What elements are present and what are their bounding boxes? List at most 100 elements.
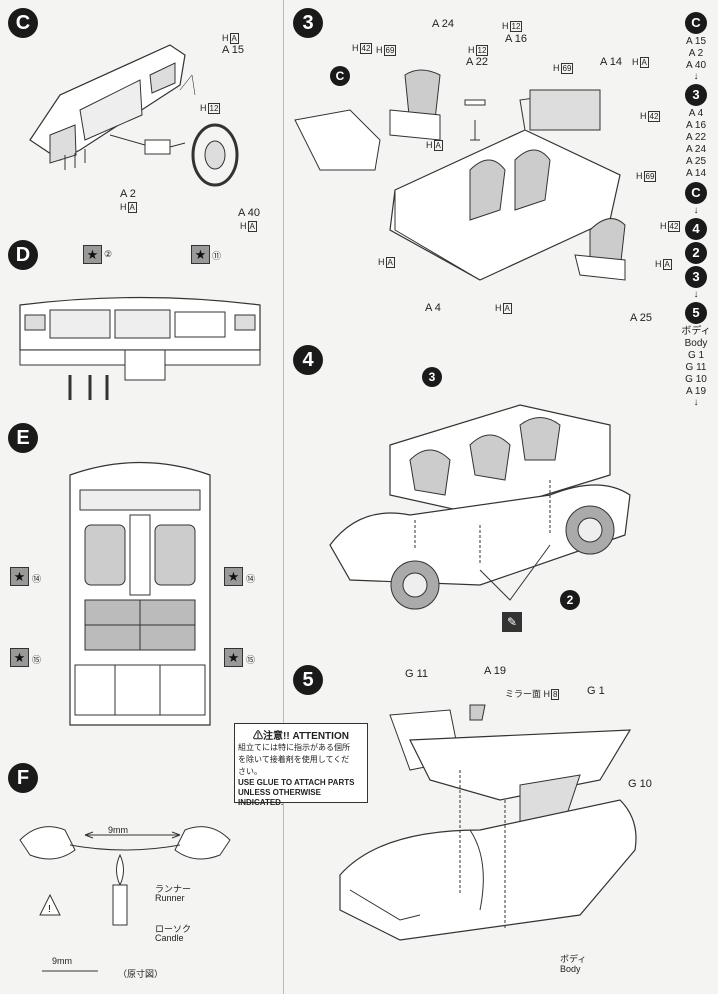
- down-arrow-icon: ↓: [693, 289, 699, 300]
- dashboard-drawing-c: [29, 44, 239, 187]
- step-3-badge: 3: [293, 8, 323, 38]
- star-icon: ★: [191, 245, 210, 264]
- attention-jp-1: 組立てには特に指示がある個所: [238, 743, 350, 752]
- down-arrow-icon: ↓: [693, 205, 699, 216]
- seq-item: A 25: [685, 156, 707, 167]
- seq-item: A 14: [685, 168, 707, 179]
- glue-icon: ✎: [502, 612, 522, 632]
- seq-item: G 11: [685, 362, 707, 373]
- label-a19: A 19: [484, 665, 507, 677]
- seq-circle: 5: [685, 302, 707, 324]
- seq-circle: C: [685, 182, 707, 204]
- label-body-en: Body: [560, 964, 581, 974]
- star-num: ⑭: [246, 574, 256, 584]
- assembly-sequence: C A 15 A 2 A 40 ↓ 3 A 4 A 16 A 22 A 24 A…: [676, 10, 716, 408]
- star-num: ⑮: [246, 655, 256, 665]
- seq-item: A 2: [688, 48, 704, 59]
- label-g10: G 10: [628, 778, 652, 790]
- star-num: ②: [104, 249, 113, 259]
- step-5-badge: 5: [293, 665, 323, 695]
- label-candle-jp: ローソク: [155, 924, 192, 934]
- interior-top-drawing-e: [69, 461, 211, 726]
- label-a24: A 24: [432, 18, 455, 30]
- seq-item: A 4: [688, 108, 704, 119]
- label-a25: A 25: [630, 312, 653, 324]
- seq-circle: C: [685, 12, 707, 34]
- label-a16: A 16: [505, 33, 528, 45]
- attention-box: ⚠注意!! ATTENTION 組立てには特に指示がある個所 を除いて接着剤を使…: [234, 723, 368, 807]
- label-candle-en: Candle: [155, 933, 184, 943]
- seq-circle: 3: [685, 84, 707, 106]
- seq-item: Body: [684, 338, 708, 349]
- seq-circle: 4: [685, 218, 707, 240]
- label-a2: A 2: [120, 188, 136, 200]
- column-divider: [283, 0, 284, 994]
- down-arrow-icon: ↓: [693, 71, 699, 82]
- label-runner-en: Runner: [155, 893, 185, 903]
- chassis-assembly-drawing-4: [329, 404, 631, 610]
- seq-item: G 1: [687, 350, 705, 361]
- interior-assembly-drawing-3: [294, 69, 626, 281]
- body-assembly-drawing-5: [339, 704, 637, 941]
- scale-bar: [42, 970, 98, 972]
- seq-item: ボディ: [681, 326, 711, 337]
- seq-item: A 16: [685, 120, 707, 131]
- label-body-jp: ボディ: [560, 954, 587, 964]
- label-a40: A 40: [238, 207, 261, 219]
- attention-title: ⚠注意!! ATTENTION: [253, 731, 349, 742]
- sub-c-badge: C: [330, 66, 350, 86]
- attention-jp-3: さい。: [238, 767, 262, 776]
- seq-item: G 10: [685, 374, 707, 385]
- attention-jp-2: を除いて接着剤を使用してくだ: [238, 755, 350, 764]
- star-num: ⑪: [212, 251, 222, 261]
- down-arrow-icon: ↓: [693, 397, 699, 408]
- dashboard-front-drawing-d: [19, 296, 261, 400]
- scale-9mm: 9mm: [52, 956, 72, 966]
- svg-text:!: !: [48, 904, 51, 915]
- label-actual-size: （原寸図）: [118, 969, 164, 979]
- seq-item: A 22: [685, 132, 707, 143]
- step-d-badge: D: [8, 240, 38, 270]
- star-icon: ★: [224, 567, 243, 586]
- step-e-badge: E: [8, 423, 38, 453]
- attention-en-2: UNLESS OTHERWISE INDICATED.: [238, 788, 321, 807]
- star-icon: ★: [10, 567, 29, 586]
- sub-2-badge: 2: [560, 590, 580, 610]
- stretched-sprue-drawing-f: !: [19, 826, 231, 926]
- star-num: ⑮: [32, 655, 42, 665]
- attention-en-1: USE GLUE TO ATTACH PARTS: [238, 778, 355, 787]
- label-a22: A 22: [466, 56, 489, 68]
- step-4-badge: 4: [293, 345, 323, 375]
- label-a4: A 4: [425, 302, 441, 314]
- label-a15: A 15: [222, 44, 245, 56]
- seq-circle: 2: [685, 242, 707, 264]
- seq-item: A 15: [685, 36, 707, 47]
- step-f-badge: F: [8, 763, 38, 793]
- sub-3-badge: 3: [422, 367, 442, 387]
- label-a14: A 14: [600, 56, 623, 68]
- label-g1: G 1: [587, 685, 605, 697]
- seq-item: A 24: [685, 144, 707, 155]
- star-icon: ★: [10, 648, 29, 667]
- star-icon: ★: [83, 245, 102, 264]
- dimension-9mm: 9mm: [108, 825, 128, 835]
- star-num: ⑭: [32, 574, 42, 584]
